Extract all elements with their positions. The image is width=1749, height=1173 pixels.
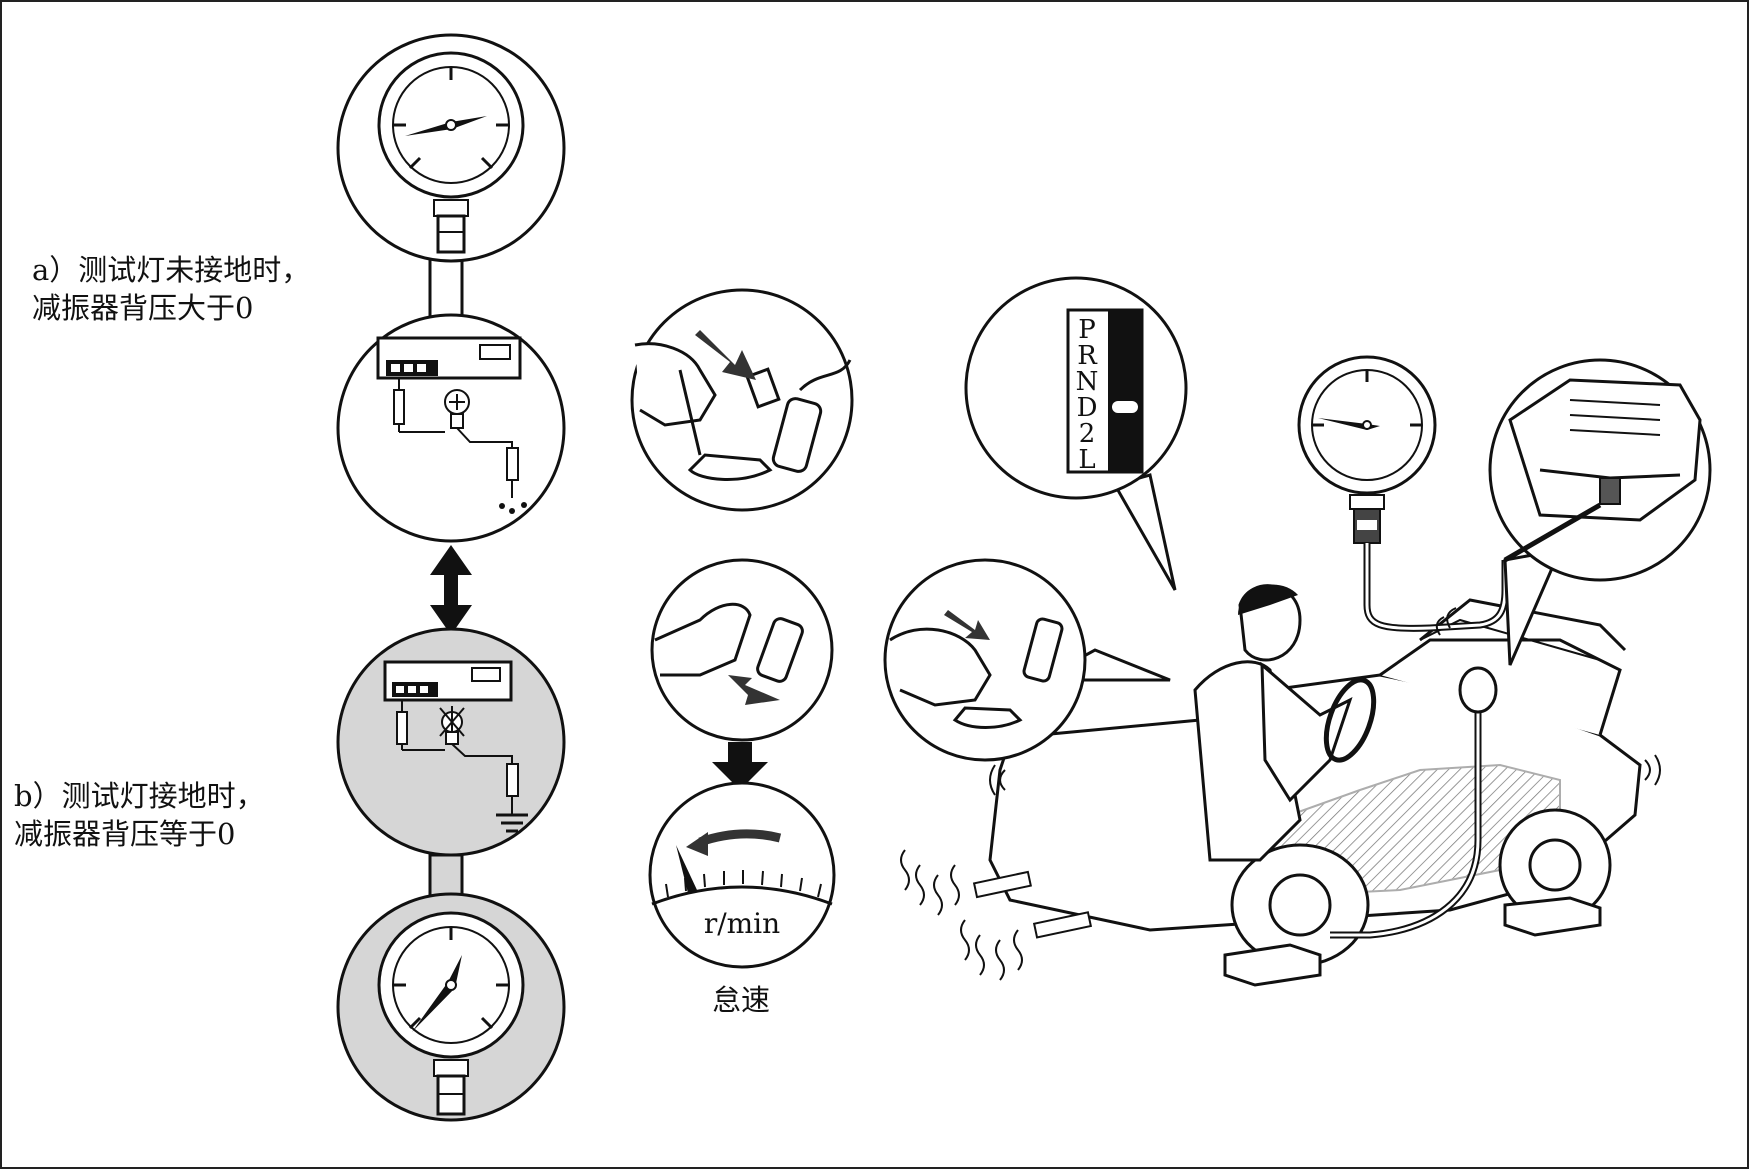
gear-2: 2 bbox=[1079, 419, 1096, 449]
press-arrow-icon bbox=[695, 330, 756, 380]
gear-n: N bbox=[1076, 367, 1099, 397]
car-pedal-callout bbox=[883, 558, 1171, 762]
gear-r: R bbox=[1077, 341, 1098, 371]
exhaust-icon bbox=[900, 849, 1023, 981]
tachometer-callout: r/min bbox=[648, 781, 836, 969]
caption-a-line1: a）测试灯未接地时， bbox=[32, 253, 311, 287]
pedal-press-callout bbox=[630, 288, 854, 512]
right-pressure-gauge bbox=[1297, 355, 1509, 939]
gear-d: D bbox=[1077, 393, 1098, 423]
down-arrow-icon bbox=[712, 742, 768, 790]
steering-wheel bbox=[1323, 677, 1377, 763]
gauge-b-callout bbox=[336, 892, 566, 1122]
pedal-release-callout bbox=[650, 558, 834, 742]
probe-a-icon bbox=[506, 447, 519, 481]
pedal-icon bbox=[771, 397, 823, 473]
gear-l: L bbox=[1078, 445, 1095, 475]
engine-callout bbox=[1488, 358, 1712, 666]
gear-indicator bbox=[1112, 401, 1138, 413]
probe-b-icon bbox=[506, 763, 519, 797]
double-arrow-icon bbox=[430, 545, 472, 635]
tach-needle bbox=[676, 845, 697, 893]
tach-unit-label: r/min bbox=[704, 907, 780, 940]
caption-b-line1: b）测试灯接地时， bbox=[14, 779, 265, 813]
ground-icon bbox=[496, 813, 528, 833]
caption-idle: 怠速 bbox=[712, 983, 771, 1017]
caption-a-line2: 减振器背压大于0 bbox=[32, 291, 254, 325]
vibration-marks bbox=[989, 607, 1661, 796]
release-arrow-icon bbox=[728, 675, 780, 705]
test-lamp-a-callout bbox=[336, 313, 566, 543]
gauge-a-callout bbox=[336, 33, 566, 263]
test-lamp-b-callout bbox=[336, 627, 566, 857]
gear-selector-callout: P R N D 2 L bbox=[964, 276, 1188, 591]
car-illustration bbox=[972, 584, 1642, 987]
caption-b-line2: 减振器背压等于0 bbox=[14, 817, 236, 851]
gear-p: P bbox=[1078, 315, 1096, 345]
